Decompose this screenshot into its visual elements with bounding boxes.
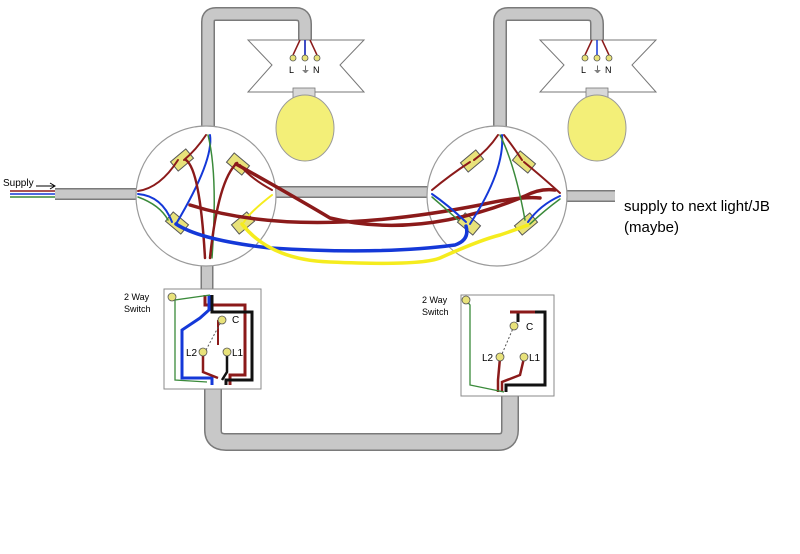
terminal-l1 — [222, 347, 232, 357]
terminal-c — [217, 315, 227, 325]
lamp-l-label: L — [581, 65, 586, 75]
terminal-l1 — [519, 352, 529, 362]
bulb-icon — [275, 94, 335, 162]
wires — [137, 134, 561, 266]
earth-terminal — [167, 292, 177, 302]
lamp-l-label: L — [289, 65, 294, 75]
next-light-label: supply to next light/JB — [624, 198, 770, 215]
switch-right: 2 Way Switch C L2 L1 — [422, 294, 555, 397]
lamp-n-label: N — [605, 65, 612, 75]
lamp-right: L ⏚ N — [538, 39, 658, 162]
earth-terminal — [461, 295, 471, 305]
lamp-left: L ⏚ N — [246, 39, 366, 162]
switch-label-line2: Switch — [124, 304, 151, 314]
next-light-note: (maybe) — [624, 219, 679, 236]
terminal-l2-label: L2 — [186, 348, 198, 359]
supply-label: Supply — [3, 178, 34, 189]
lamp-n-label: N — [313, 65, 320, 75]
supply-feed: Supply — [3, 178, 56, 198]
junction-box-left — [135, 125, 277, 267]
terminal-l2 — [198, 347, 208, 357]
terminal-c-label: C — [526, 322, 533, 333]
terminal-c — [509, 321, 519, 331]
terminal-c-label: C — [232, 315, 239, 326]
switch-left: 2 Way Switch C L2 L1 — [124, 288, 262, 390]
earth-icon: ⏚ — [301, 65, 310, 75]
switch-label-line2: Switch — [422, 307, 449, 317]
terminal-l1-label: L1 — [529, 353, 541, 364]
terminal-l2 — [495, 352, 505, 362]
terminal-l1-label: L1 — [232, 348, 244, 359]
lamp-holder — [246, 39, 366, 93]
lamp-holder — [538, 39, 658, 93]
bulb-icon — [567, 94, 627, 162]
earth-icon: ⏚ — [593, 65, 602, 75]
terminal-l2-label: L2 — [482, 353, 494, 364]
switch-label-line1: 2 Way — [422, 295, 448, 305]
switch-label-line1: 2 Way — [124, 292, 150, 302]
